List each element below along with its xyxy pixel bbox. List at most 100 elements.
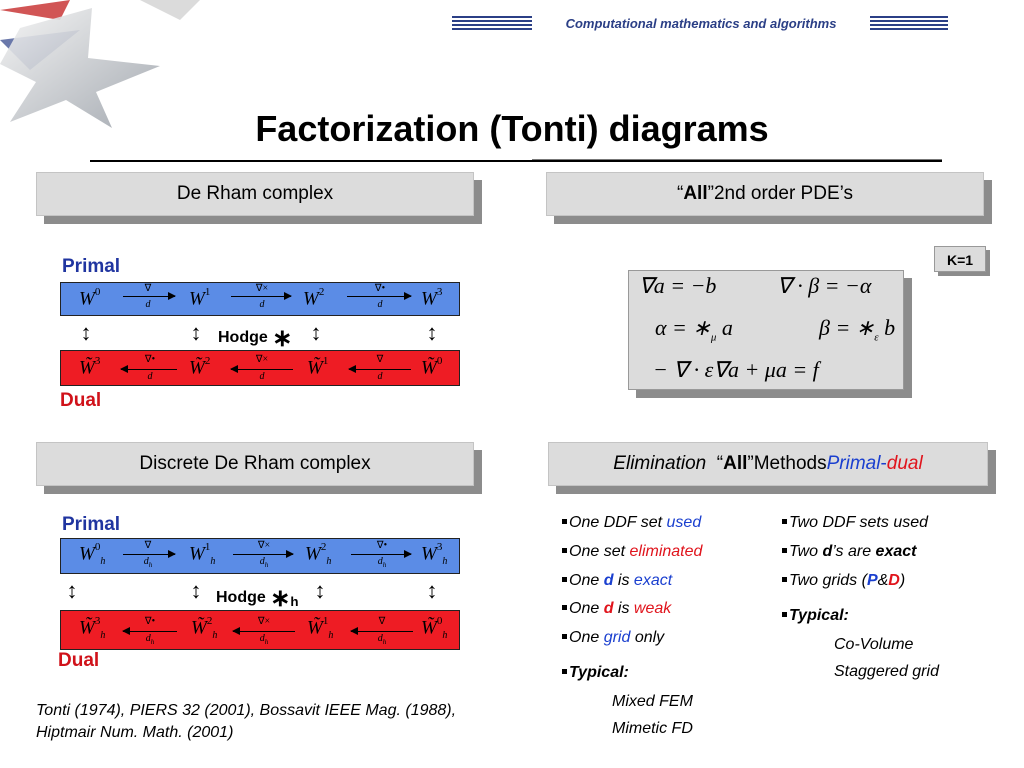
panel-discrete: Discrete De Rham complex	[36, 442, 474, 486]
primal-space-0: W0	[79, 286, 101, 310]
discrete-dual-arrow-0	[122, 627, 177, 635]
discrete-primal-arrow-2	[351, 550, 412, 558]
left-bullet-1: One DDF set used	[562, 514, 701, 532]
discrete-dual-space-1: W̃2h	[191, 615, 218, 642]
discrete-primal-op-2-bottom: dh	[377, 556, 387, 569]
header-stripes-left	[452, 16, 532, 32]
left-typical-1: Mixed FEM	[612, 693, 693, 710]
panel-all-pde: “All” 2nd order PDE’s	[546, 172, 984, 216]
right-bullet-1: Two DDF sets used	[782, 514, 928, 532]
discrete-dual-op-0-bottom: dh	[145, 633, 155, 646]
equation-4: β = ∗ε b	[819, 315, 896, 344]
right-bullet-3: Two grids (P&D)	[782, 572, 905, 590]
methods-all-word: All	[723, 453, 748, 474]
panel-methods: Elimination “All” Methods Primal-dual	[548, 442, 988, 486]
discrete-hodge-label: Hodge ∗h	[216, 585, 299, 612]
discrete-primal-bar: W0h ∇ dh W1h ∇× dh W2h ∇• dh W3h	[60, 538, 460, 574]
panel-discrete-label: Discrete De Rham complex	[139, 453, 371, 474]
right-bullet-2: Two d’s are exact	[782, 543, 916, 561]
discrete-primal-space-1: W1h	[189, 541, 216, 568]
vertical-arrow-2: ↕	[310, 320, 322, 345]
primal-op-1-top: ∇×	[255, 283, 269, 294]
vertical-arrow-1: ↕	[190, 320, 202, 345]
left-bullet-5: One grid only	[562, 629, 664, 647]
discrete-primal-space-3: W3h	[421, 541, 448, 568]
panel-all-pde-label: “All” 2nd order PDE’s	[547, 173, 983, 215]
elimination-word: Elimination	[613, 453, 707, 474]
primal-bar: W0 ∇ d W1 ∇× d W2 ∇• d W3	[60, 282, 460, 316]
dual-op-1-bottom: d	[259, 371, 265, 382]
pde-rest: 2nd order PDE’s	[713, 183, 853, 204]
dual-space-1: W̃2	[189, 355, 211, 379]
discrete-dual-op-0-top: ∇•	[144, 616, 156, 627]
discrete-dual-space-0: W̃3h	[79, 615, 106, 642]
vertical-arrow-3: ↕	[426, 320, 438, 345]
methods-word: Methods	[753, 453, 827, 474]
discrete-primal-arrow-1	[233, 550, 294, 558]
discrete-primal-op-0-bottom: dh	[143, 556, 153, 569]
discrete-dual-space-2: W̃1h	[307, 615, 334, 642]
left-typical: Typical:	[562, 664, 629, 682]
equation-5: − ∇ · ε∇a + μa = f	[653, 357, 819, 382]
primal-space-2: W2	[303, 286, 325, 310]
dual-arrow-1	[230, 365, 293, 373]
primal-space-3: W3	[421, 286, 443, 310]
dual-arrow-2	[348, 365, 411, 373]
discrete-primal-op-1-bottom: dh	[259, 556, 269, 569]
quote-close: ”	[707, 183, 714, 204]
primal-op-0-bottom: d	[145, 299, 151, 310]
discrete-dual-arrow-2	[350, 627, 413, 635]
left-bullet-2: One set eliminated	[562, 543, 702, 561]
hodge-label: Hodge ∗	[218, 325, 293, 352]
all-word: All	[683, 183, 708, 204]
dual-op-1-top: ∇×	[255, 354, 269, 365]
dual-bar: W̃3 ∇• d W̃2 ∇× d W̃1 ∇ d W̃0	[60, 350, 460, 386]
discrete-dual-op-2-top: ∇	[378, 616, 386, 627]
dual-label: Dual	[60, 390, 102, 411]
discrete-primal-label: Primal	[62, 514, 121, 535]
discrete-primal-op-1-top: ∇×	[257, 540, 271, 551]
left-typical-2: Mimetic FD	[612, 720, 693, 737]
dual-space-3: W̃0	[421, 355, 443, 379]
right-typical: Typical:	[782, 607, 849, 625]
equation-2: ∇ · β = −α	[777, 273, 872, 298]
dual-op-0-bottom: d	[147, 371, 153, 382]
dual-space-2: W̃1	[307, 355, 329, 379]
discrete-dual-bar: W̃3h ∇• dh W̃2h ∇× dh W̃1h ∇ dh W̃0h	[60, 610, 460, 650]
title-rule-accent	[532, 159, 942, 160]
quote-open: “	[677, 183, 684, 204]
left-bullet-3: One d is exact	[562, 572, 672, 590]
discrete-vertical-arrow-3: ↕	[426, 578, 438, 603]
dual-word: dual	[886, 453, 923, 474]
discrete-dual-op-1-top: ∇×	[257, 616, 271, 627]
discrete-primal-op-2-top: ∇•	[376, 540, 388, 551]
right-typical-2: Staggered grid	[834, 663, 939, 680]
star-logo-icon	[0, 0, 200, 128]
methods-quote-open: “	[716, 453, 724, 474]
discrete-dual-op-2-bottom: dh	[377, 633, 387, 646]
left-bullet-4: One d is weak	[562, 600, 671, 618]
primal-arrow-2	[347, 292, 412, 300]
discrete-dual-label: Dual	[58, 650, 100, 671]
discrete-primal-space-0: W0h	[79, 541, 106, 568]
discrete-primal-op-0-top: ∇	[144, 540, 152, 551]
discrete-primal-arrow-0	[123, 550, 176, 558]
equation-3: α = ∗μ a	[655, 315, 733, 344]
primal-arrow-1	[231, 292, 292, 300]
dual-op-2-bottom: d	[377, 371, 383, 382]
course-title: Computational mathematics and algorithms	[534, 14, 868, 34]
discrete-dual-space-3: W̃0h	[421, 615, 448, 642]
page-title: Factorization (Tonti) diagrams	[255, 108, 769, 149]
title-rule	[90, 160, 942, 162]
dual-arrow-0	[120, 365, 177, 373]
panel-de-rham: De Rham complex	[36, 172, 474, 216]
discrete-primal-space-2: W2h	[305, 541, 332, 568]
discrete-vertical-arrow-1: ↕	[190, 578, 202, 603]
header-band: Computational mathematics and algorithms	[452, 14, 948, 34]
dual-op-0-top: ∇•	[144, 354, 156, 365]
primal-label: Primal	[62, 256, 121, 277]
primal-dual-dash: -	[880, 453, 887, 474]
panel-methods-label: Elimination “All” Methods Primal-dual	[549, 443, 987, 485]
primal-word: Primal	[826, 453, 881, 474]
discrete-vertical-arrow-2: ↕	[314, 578, 326, 603]
